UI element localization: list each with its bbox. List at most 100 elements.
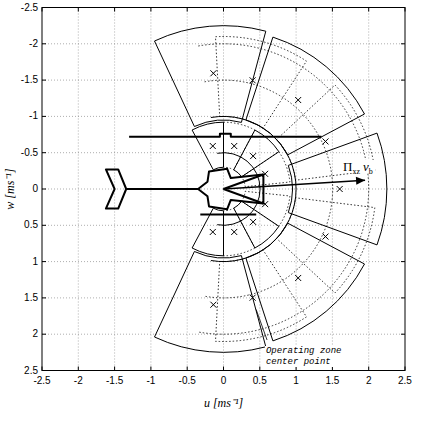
center-point-marker	[295, 275, 301, 281]
vector-label-part: Π	[343, 159, 352, 174]
tick-label: -2.5	[21, 3, 38, 13]
tick-mark	[401, 261, 405, 262]
tick-mark	[401, 116, 405, 117]
tick-mark	[114, 367, 115, 371]
center-point-marker	[322, 138, 328, 144]
center-point-marker	[231, 143, 237, 149]
tick-mark	[187, 367, 188, 371]
tick-label: 2	[32, 329, 38, 339]
tick-mark	[401, 80, 405, 81]
operating-zone	[246, 223, 365, 341]
annotation-note: Operating zone center point	[265, 346, 351, 367]
tick-label: 1.5	[24, 293, 38, 303]
tick-label: 0.5	[253, 376, 267, 386]
axis-label: u [ms⁻¹]	[204, 397, 243, 409]
tick-mark	[42, 297, 46, 298]
tick-mark	[401, 152, 405, 153]
vehicle-body	[126, 188, 198, 190]
axis-label: w [ms⁻¹]	[4, 168, 16, 209]
tick-mark	[42, 8, 43, 12]
tick-label: -2	[74, 376, 83, 386]
center-point-marker	[250, 219, 256, 225]
center-point-marker	[250, 77, 256, 83]
arrow-head	[356, 177, 365, 185]
tick-mark	[405, 8, 406, 12]
tick-label: -1	[146, 376, 155, 386]
tick-label: 0	[32, 184, 38, 194]
tick-label: 1	[32, 257, 38, 267]
tick-label: -2	[29, 39, 38, 49]
tick-mark	[296, 367, 297, 371]
operating-zone	[242, 191, 290, 226]
operating-zone	[277, 198, 375, 293]
tick-mark	[42, 152, 46, 153]
tick-label: 0	[221, 376, 227, 386]
tick-mark	[78, 8, 79, 12]
center-point-marker	[210, 229, 216, 235]
vector-label: Πxzvb	[341, 160, 375, 173]
tick-label: -1	[29, 111, 38, 121]
center-point-marker	[322, 234, 328, 240]
tick-mark	[114, 8, 115, 12]
operating-zone	[234, 201, 279, 248]
operating-zone	[288, 133, 387, 245]
tick-mark	[332, 8, 333, 12]
tick-mark	[223, 367, 224, 371]
tick-mark	[42, 261, 46, 262]
tick-label: 2.5	[24, 366, 38, 376]
plot-frame	[42, 8, 405, 371]
tick-mark	[401, 370, 405, 371]
vector-label-part: v	[363, 159, 369, 174]
tick-mark	[368, 8, 369, 12]
tick-mark	[332, 367, 333, 371]
tick-mark	[259, 8, 260, 12]
vector-label-part: xz	[352, 167, 360, 176]
leader-line	[256, 310, 267, 340]
center-point-marker	[231, 229, 237, 235]
tick-mark	[223, 8, 224, 12]
tick-mark	[42, 367, 43, 371]
tick-mark	[401, 7, 405, 8]
tick-mark	[42, 225, 46, 226]
operating-zone	[242, 152, 290, 187]
tick-mark	[150, 367, 151, 371]
tick-mark	[42, 189, 46, 190]
reference-arc	[198, 44, 368, 334]
center-point-marker	[250, 153, 256, 159]
center-point-marker	[295, 97, 301, 103]
tick-mark	[42, 334, 46, 335]
tick-label: 1	[293, 376, 299, 386]
tail-fin	[106, 169, 126, 208]
tick-mark	[401, 189, 405, 190]
wing	[129, 134, 321, 137]
tick-mark	[368, 367, 369, 371]
vehicle-hull	[224, 189, 264, 204]
operating-zone	[155, 252, 266, 353]
tick-mark	[42, 7, 46, 8]
tick-mark	[405, 367, 406, 371]
tick-label: -2.5	[33, 376, 50, 386]
tick-label: 2	[366, 376, 372, 386]
grid-line	[42, 334, 405, 335]
tick-label: -1.5	[21, 75, 38, 85]
operating-zone	[224, 122, 255, 170]
center-point-marker	[210, 70, 216, 76]
tick-mark	[150, 8, 151, 12]
tick-label: -0.5	[179, 376, 196, 386]
tick-mark	[401, 43, 405, 44]
tick-label: 1.5	[325, 376, 339, 386]
tick-mark	[42, 116, 46, 117]
tick-mark	[259, 367, 260, 371]
wing	[200, 213, 256, 215]
operating-zone	[192, 122, 223, 170]
tick-mark	[401, 225, 405, 226]
tick-label: 2.5	[398, 376, 412, 386]
operating-zone	[277, 85, 375, 180]
center-point-marker	[210, 302, 216, 308]
tick-mark	[401, 334, 405, 335]
tick-mark	[42, 80, 46, 81]
operating-zone	[216, 36, 307, 128]
tick-mark	[42, 370, 46, 371]
